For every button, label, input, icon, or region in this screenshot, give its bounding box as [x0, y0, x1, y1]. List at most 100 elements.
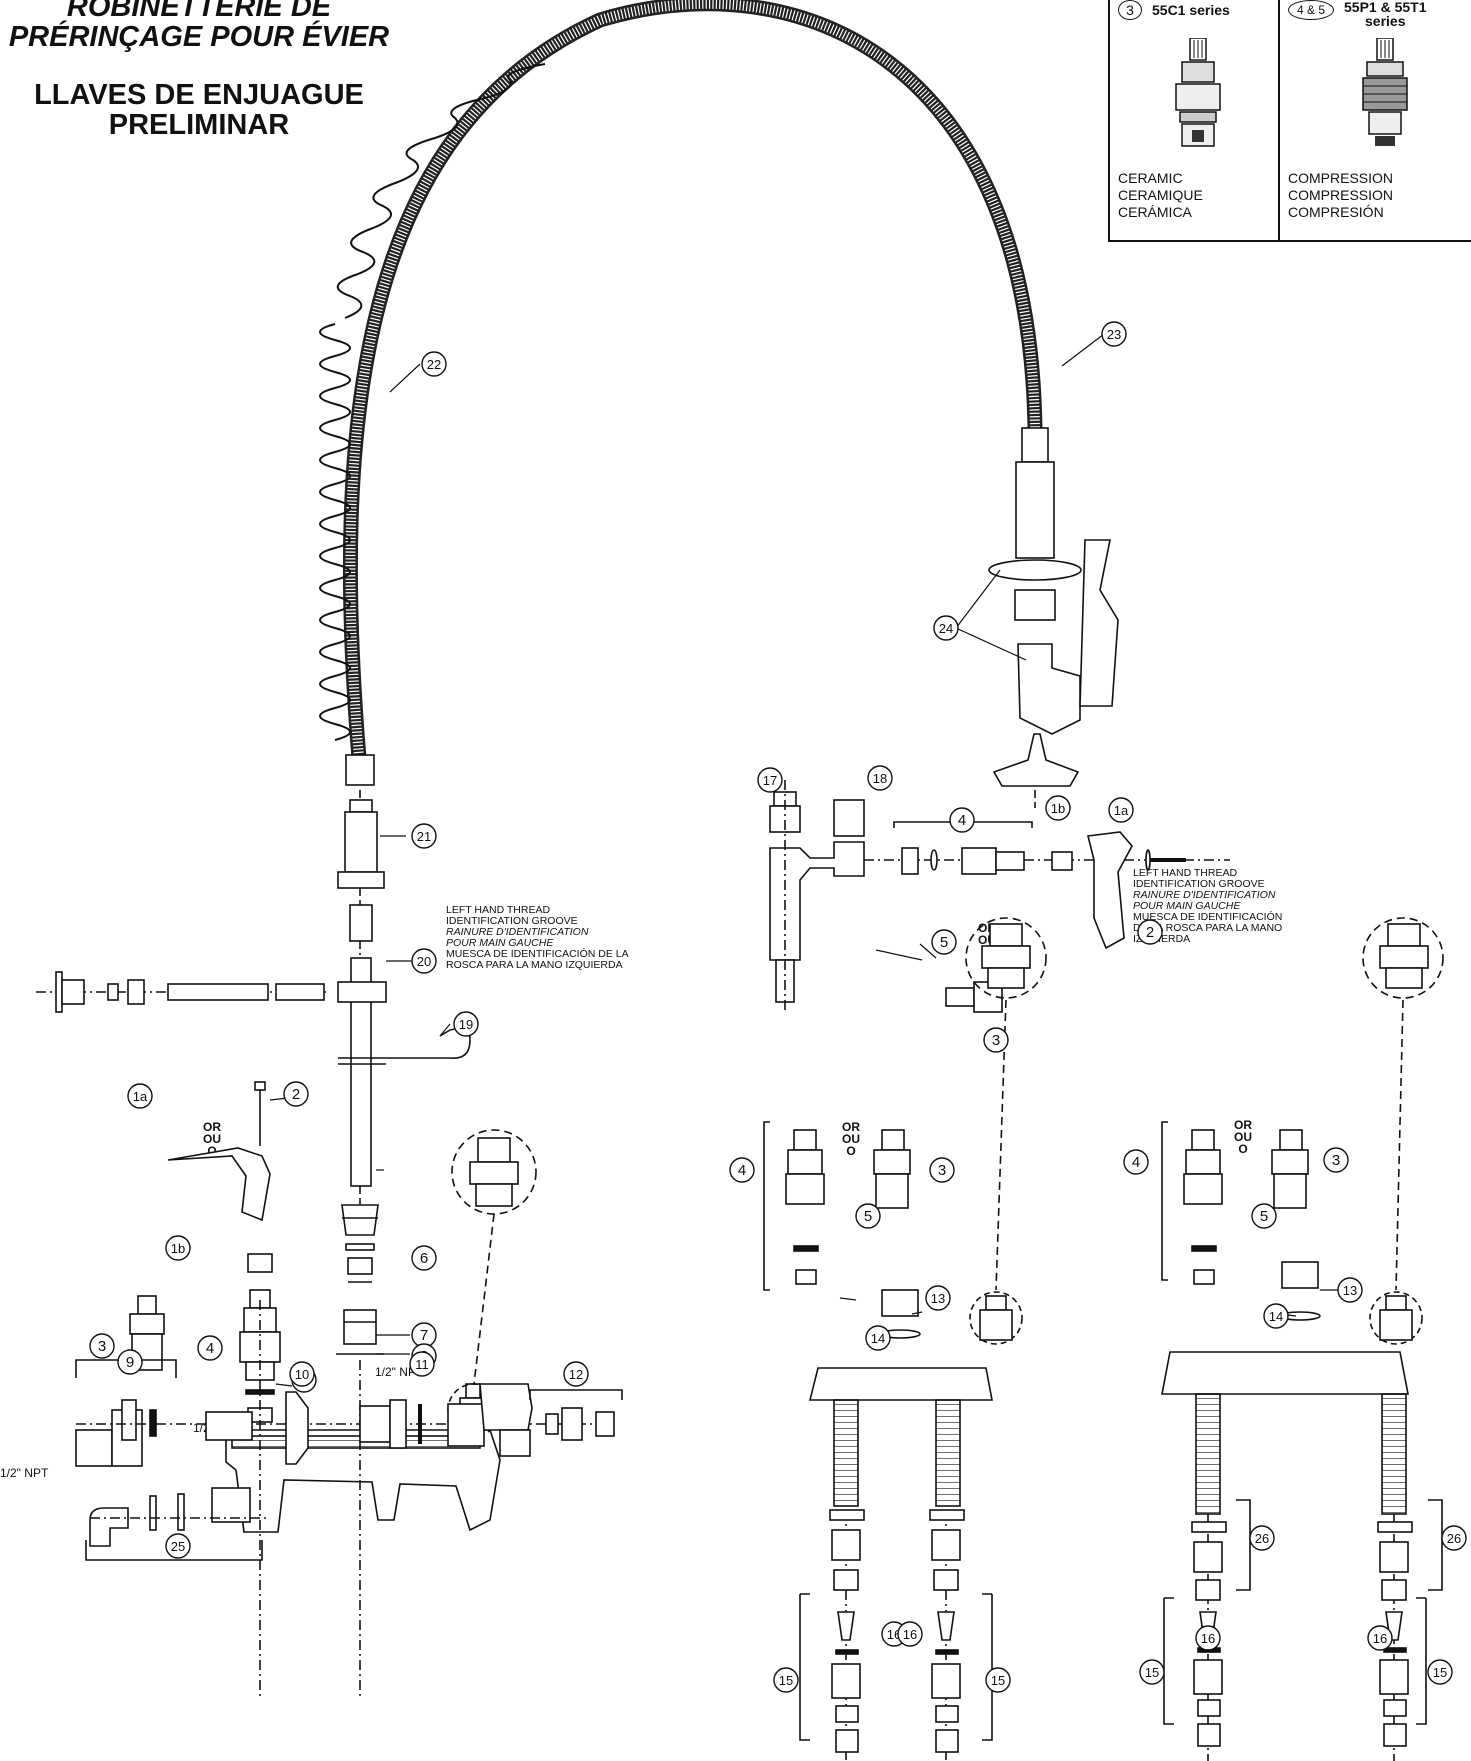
callout-label: 10 — [295, 1367, 309, 1382]
callout-circle — [1367, 1625, 1393, 1651]
or-3b: OU — [842, 1132, 860, 1146]
callout-15-45: 15 — [985, 1667, 1011, 1693]
callout-2-9: 2 — [1137, 919, 1163, 945]
callout-circle — [165, 1235, 191, 1261]
callout-15-47: 15 — [1427, 1659, 1453, 1685]
callout-label: 2 — [1146, 924, 1154, 941]
note-l-3: RAINURE D'IDENTIFICATION — [446, 926, 589, 938]
callout-circle — [985, 1667, 1011, 1693]
callout-7-21: 7 — [411, 1322, 437, 1348]
callout-circle — [865, 1325, 891, 1351]
callout-circle — [409, 1351, 435, 1377]
flex-hose — [342, 0, 1043, 771]
note-r-4: POUR MAIN GAUCHE — [1133, 900, 1241, 912]
title-french: ROBINETTERIE DE PRÉRINÇAGE POUR ÉVIER — [0, 0, 398, 53]
note-r-3: RAINURE D'IDENTIFICATION — [1133, 889, 1276, 901]
callout-11-25: 11 — [409, 1351, 435, 1377]
callout-label: 22 — [427, 357, 441, 372]
callout-circle — [929, 1157, 955, 1183]
callout-4-18: 4 — [197, 1335, 223, 1361]
legend-compression-series-2: series — [1365, 13, 1406, 29]
callout-label: 16 — [887, 1627, 901, 1642]
legend-compression-name-en: COMPRESSION — [1288, 170, 1394, 186]
callout-label: 5 — [864, 1208, 872, 1225]
callout-1b-16: 1b — [165, 1235, 191, 1261]
callout-label: 20 — [417, 954, 431, 969]
callout-label: 1b — [1051, 801, 1065, 816]
callout-14-37: 14 — [1263, 1303, 1289, 1329]
or-3a: OR — [842, 1120, 860, 1134]
legend-compression-name-es: COMPRESIÓN — [1288, 204, 1384, 220]
callout-16-42: 16 — [1195, 1625, 1221, 1651]
callout-circle — [127, 1083, 153, 1109]
callout-circle — [1108, 797, 1134, 823]
legend-ceramic-name-fr: CERAMIQUE — [1118, 187, 1203, 203]
callout-label: 3 — [98, 1338, 106, 1355]
callout-label: 3 — [938, 1162, 946, 1179]
note-r-2: IDENTIFICATION GROOVE — [1133, 878, 1265, 890]
callout-label: 14 — [1269, 1309, 1283, 1324]
or-4c: O — [1238, 1142, 1248, 1156]
callout-5-8: 5 — [931, 929, 957, 955]
callout-18-4: 18 — [867, 765, 893, 791]
or-4b: OU — [1234, 1130, 1252, 1144]
callout-circle — [89, 1333, 115, 1359]
callout-circle — [411, 823, 437, 849]
callout-5-30: 5 — [855, 1203, 881, 1229]
callout-label: 3 — [1332, 1152, 1340, 1169]
spring-22 — [319, 63, 546, 741]
callout-2-15: 2 — [283, 1081, 309, 1107]
callout-circle — [1137, 919, 1163, 945]
ceramic-cartridge-icon — [1175, 38, 1221, 147]
title-french-line-1: ROBINETTERIE DE — [66, 0, 332, 23]
callout-label: 5 — [940, 934, 948, 951]
callout-12-26: 12 — [563, 1361, 589, 1387]
callout-circle — [1337, 1277, 1363, 1303]
callout-circle — [453, 1011, 479, 1037]
callout-circle — [563, 1361, 589, 1387]
left-hand-thread-note-left: LEFT HAND THREAD IDENTIFICATION GROOVE R… — [446, 905, 629, 971]
callout-15-46: 15 — [1139, 1659, 1165, 1685]
callout-circle — [1427, 1659, 1453, 1685]
note-l-1: LEFT HAND THREAD — [446, 904, 551, 916]
callout-circle — [421, 351, 447, 377]
callout-label: 4 — [738, 1162, 746, 1179]
legend-compression-series: 55P1 & 55T1 — [1344, 0, 1427, 15]
note-l-6: ROSCA PARA LA MANO IZQUIERDA — [446, 959, 623, 971]
callout-label: 5 — [1260, 1208, 1268, 1225]
callout-label: 14 — [871, 1331, 885, 1346]
callout-5-35: 5 — [1251, 1203, 1277, 1229]
callout-label: 15 — [1145, 1665, 1159, 1680]
callout-label: 3 — [992, 1032, 1000, 1049]
callout-15-44: 15 — [773, 1667, 799, 1693]
legend-divider — [1278, 0, 1280, 240]
callout-label: 26 — [1447, 1531, 1461, 1546]
callout-label: 4 — [1132, 1154, 1140, 1171]
legend-ceramic-series: 55C1 series — [1152, 2, 1230, 18]
supply-column-4 — [1377, 1514, 1413, 1761]
note-r-6: DE LA ROSCA PARA LA MANO — [1133, 922, 1283, 934]
callout-13-36: 13 — [1337, 1277, 1363, 1303]
callout-circle — [757, 767, 783, 793]
callout-22-0: 22 — [421, 351, 447, 377]
callout-19-13: 19 — [453, 1011, 479, 1037]
callout-16-43: 16 — [1367, 1625, 1393, 1651]
callout-26-38: 26 — [1249, 1525, 1275, 1551]
callout-circle — [1441, 1525, 1467, 1551]
title-spanish-line-2: PRELIMINAR — [108, 109, 290, 142]
callout-circle — [1263, 1303, 1289, 1329]
callout-label: 13 — [931, 1291, 945, 1306]
or-4a: OR — [1234, 1118, 1252, 1132]
callout-label: 7 — [420, 1327, 428, 1344]
callout-label: 16 — [1373, 1631, 1387, 1646]
callout-label: 1b — [171, 1241, 185, 1256]
supply-column-1 — [829, 1509, 865, 1761]
note-l-4: POUR MAIN GAUCHE — [446, 937, 554, 949]
callout-label: 26 — [1255, 1531, 1269, 1546]
title-spanish-line-1: LLAVES DE ENJUAGUE — [34, 79, 364, 111]
